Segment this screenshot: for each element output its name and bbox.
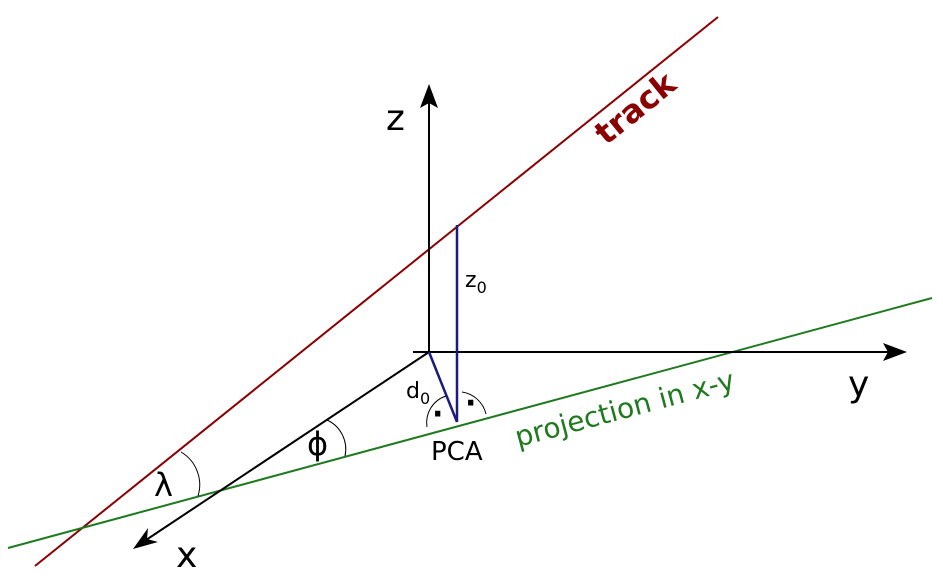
pca-label: PCA	[431, 437, 483, 467]
lambda-label: λ	[154, 466, 173, 504]
right-angle-arc-right	[461, 391, 487, 415]
x-axis-label: x	[176, 535, 197, 576]
x-axis-arrowhead	[133, 528, 158, 549]
track-label: track	[587, 64, 684, 152]
z0-label: z0	[465, 268, 487, 297]
lambda-angle-arc	[180, 451, 201, 497]
track-line	[34, 16, 719, 567]
projection-line	[7, 297, 933, 549]
phi-label: ϕ	[307, 425, 328, 463]
right-angle-dot-left: ·	[432, 397, 443, 432]
z-axis-label: z	[386, 98, 405, 139]
y-axis-label: y	[848, 364, 869, 405]
d0-label: d0	[406, 379, 430, 408]
right-angle-arc-left	[426, 395, 447, 428]
y-axis-arrowhead	[883, 343, 907, 361]
projection-label: projection in x-y	[511, 363, 738, 453]
z-axis-arrowhead	[420, 84, 438, 108]
right-angle-dot-right: ·	[465, 386, 476, 421]
phi-angle-arc	[326, 419, 347, 457]
x-axis	[139, 351, 430, 545]
d0-segment	[427, 351, 459, 423]
